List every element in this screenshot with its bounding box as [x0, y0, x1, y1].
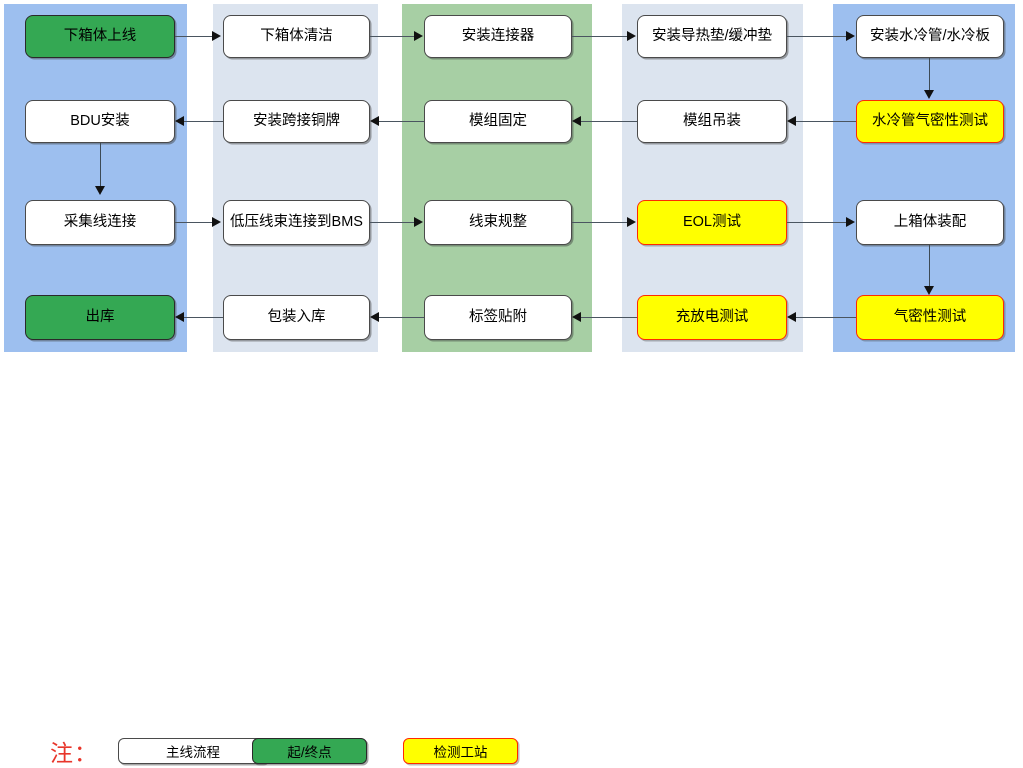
node-r4c5[interactable]: 气密性测试: [856, 295, 1004, 340]
arrow-r2c1-r3c1-icon: [95, 186, 105, 195]
arrow-r1c1-r1c2-icon: [212, 31, 221, 41]
connector-r2c5-r2c4: [796, 121, 856, 122]
node-r3c3[interactable]: 线束规整: [424, 200, 572, 245]
arrow-r1c4-r1c5-icon: [846, 31, 855, 41]
connector-r4c5-r4c4: [796, 317, 856, 318]
arrow-r3c1-r3c2-icon: [212, 217, 221, 227]
arrow-r2c5-r2c4-icon: [787, 116, 796, 126]
node-r2c3[interactable]: 模组固定: [424, 100, 572, 143]
node-r4c1[interactable]: 出库: [25, 295, 175, 340]
connector-r3c4-r3c5: [787, 222, 847, 223]
arrow-r2c3-r2c2-icon: [370, 116, 379, 126]
connector-r3c5-r4c5: [929, 245, 930, 287]
arrow-r3c2-r3c3-icon: [414, 217, 423, 227]
arrow-r1c3-r1c4-icon: [627, 31, 636, 41]
node-r1c1[interactable]: 下箱体上线: [25, 15, 175, 58]
arrow-r3c4-r3c5-icon: [846, 217, 855, 227]
node-r2c4[interactable]: 模组吊装: [637, 100, 787, 143]
arrow-r3c5-r4c5-icon: [924, 286, 934, 295]
node-r3c5[interactable]: 上箱体装配: [856, 200, 1004, 245]
arrow-r4c4-r4c3-icon: [572, 312, 581, 322]
connector-r2c1-r3c1: [100, 143, 101, 187]
arrow-r4c3-r4c2-icon: [370, 312, 379, 322]
flowchart-canvas: 下箱体上线 下箱体清洁 安装连接器 安装导热垫/缓冲垫 安装水冷管/水冷板 BD…: [0, 4, 1023, 766]
connector-r1c5-r2c5: [929, 58, 930, 91]
node-r3c1[interactable]: 采集线连接: [25, 200, 175, 245]
legend-note-label: 注：: [50, 741, 98, 766]
legend-item-test[interactable]: 检测工站: [403, 738, 518, 764]
node-r1c4[interactable]: 安装导热垫/缓冲垫: [637, 15, 787, 58]
legend: 注： 主线流程 起/终点 检测工站: [0, 362, 1023, 766]
node-r1c3[interactable]: 安装连接器: [424, 15, 572, 58]
connector-r4c2-r4c1: [184, 317, 223, 318]
connector-r4c3-r4c2: [379, 317, 424, 318]
legend-item-process[interactable]: 主线流程: [118, 738, 268, 764]
connector-r3c3-r3c4: [572, 222, 628, 223]
node-r4c3[interactable]: 标签贴附: [424, 295, 572, 340]
arrow-r1c2-r1c3-icon: [414, 31, 423, 41]
connector-r4c4-r4c3: [581, 317, 637, 318]
node-r3c2[interactable]: 低压线束连接到BMS: [223, 200, 370, 245]
arrow-r2c4-r2c3-icon: [572, 116, 581, 126]
connector-r1c2-r1c3: [370, 36, 415, 37]
connector-r1c3-r1c4: [572, 36, 628, 37]
swimlane-band-2: [213, 4, 378, 352]
swimlane-band-4: [622, 4, 803, 352]
node-r2c1[interactable]: BDU安装: [25, 100, 175, 143]
node-r2c2[interactable]: 安装跨接铜牌: [223, 100, 370, 143]
connector-r1c1-r1c2: [175, 36, 214, 37]
arrow-r2c2-r2c1-icon: [175, 116, 184, 126]
arrow-r3c3-r3c4-icon: [627, 217, 636, 227]
connector-r3c1-r3c2: [175, 222, 214, 223]
node-r2c5[interactable]: 水冷管气密性测试: [856, 100, 1004, 143]
node-r1c2[interactable]: 下箱体清洁: [223, 15, 370, 58]
node-r4c4[interactable]: 充放电测试: [637, 295, 787, 340]
arrow-r4c5-r4c4-icon: [787, 312, 796, 322]
node-r3c4[interactable]: EOL测试: [637, 200, 787, 245]
arrow-r1c5-r2c5-icon: [924, 90, 934, 99]
connector-r2c2-r2c1: [184, 121, 223, 122]
legend-item-terminal[interactable]: 起/终点: [252, 738, 367, 764]
connector-r2c3-r2c2: [379, 121, 424, 122]
swimlane-band-3: [402, 4, 592, 352]
node-r1c5[interactable]: 安装水冷管/水冷板: [856, 15, 1004, 58]
connector-r2c4-r2c3: [581, 121, 637, 122]
connector-r1c4-r1c5: [787, 36, 847, 37]
node-r4c2[interactable]: 包装入库: [223, 295, 370, 340]
connector-r3c2-r3c3: [370, 222, 415, 223]
swimlane-band-1: [4, 4, 187, 352]
arrow-r4c2-r4c1-icon: [175, 312, 184, 322]
